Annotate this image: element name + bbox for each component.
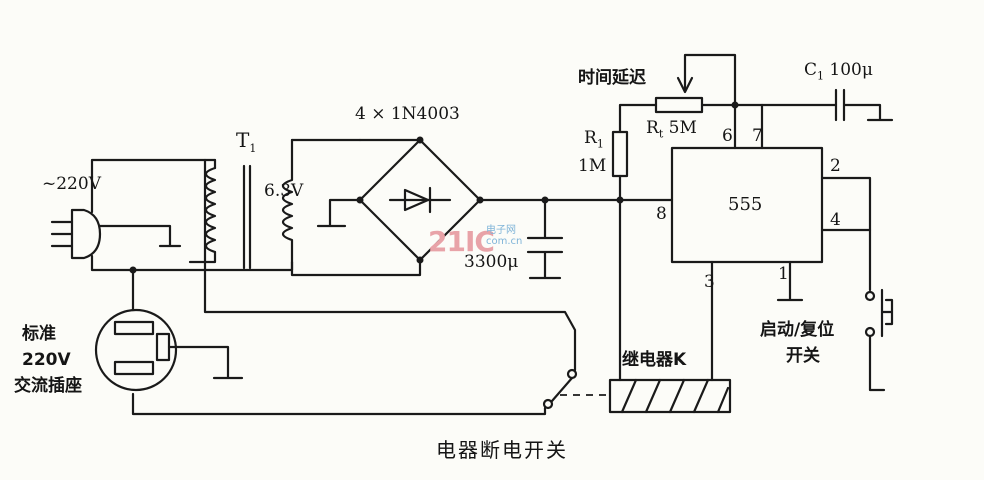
timing-network (611, 53, 894, 204)
diagram-caption: 电器断电开关 (436, 438, 568, 462)
ic-555-body (618, 146, 872, 382)
bridge-label: 4 × 1N4003 (355, 104, 460, 124)
rt-label: Rt 5M (646, 118, 697, 141)
watermark-logo: 21IC 电子网 com.cn (428, 225, 522, 258)
watermark-sub: 电子网 com.cn (486, 225, 523, 247)
c1-label: C1 100μ (804, 60, 873, 83)
r1-value-label: 1M (578, 156, 607, 176)
socket-label-line2: 220V (22, 350, 71, 370)
r1-label: R1 (584, 128, 604, 151)
pin8-label: 8 (656, 204, 667, 224)
relay-label: 继电器K (622, 350, 687, 370)
pin7-label: 7 (752, 126, 763, 146)
switch-label-line2: 开关 (786, 346, 820, 366)
start-reset-switch (864, 288, 894, 392)
pin1-label: 1 (778, 264, 789, 284)
pin6-label: 6 (722, 126, 733, 146)
ic-555-label: 555 (728, 194, 763, 215)
filter-capacitor (478, 196, 622, 280)
pin4-label: 4 (830, 210, 841, 230)
filter-cap-label: 3300μ (464, 252, 519, 272)
bridge-rectifier (290, 136, 484, 277)
transformer-label: T1 (236, 128, 257, 155)
pin2-label: 2 (830, 156, 841, 176)
ac-input-label: ~220V (42, 174, 101, 194)
switch-label-line1: 启动/复位 (760, 320, 835, 340)
watermark-text: 21IC (428, 225, 495, 258)
transformer-t1 (188, 138, 362, 270)
socket-label-line3: 交流插座 (14, 376, 82, 396)
pin3-label: 3 (704, 272, 715, 292)
power-socket (94, 308, 244, 392)
secondary-voltage-label: 6.3V (264, 181, 304, 201)
relay-contacts (129, 158, 578, 416)
socket-label-line1: 标准 (22, 324, 56, 344)
relay-k (560, 198, 732, 414)
time-delay-label: 时间延迟 (578, 68, 646, 88)
